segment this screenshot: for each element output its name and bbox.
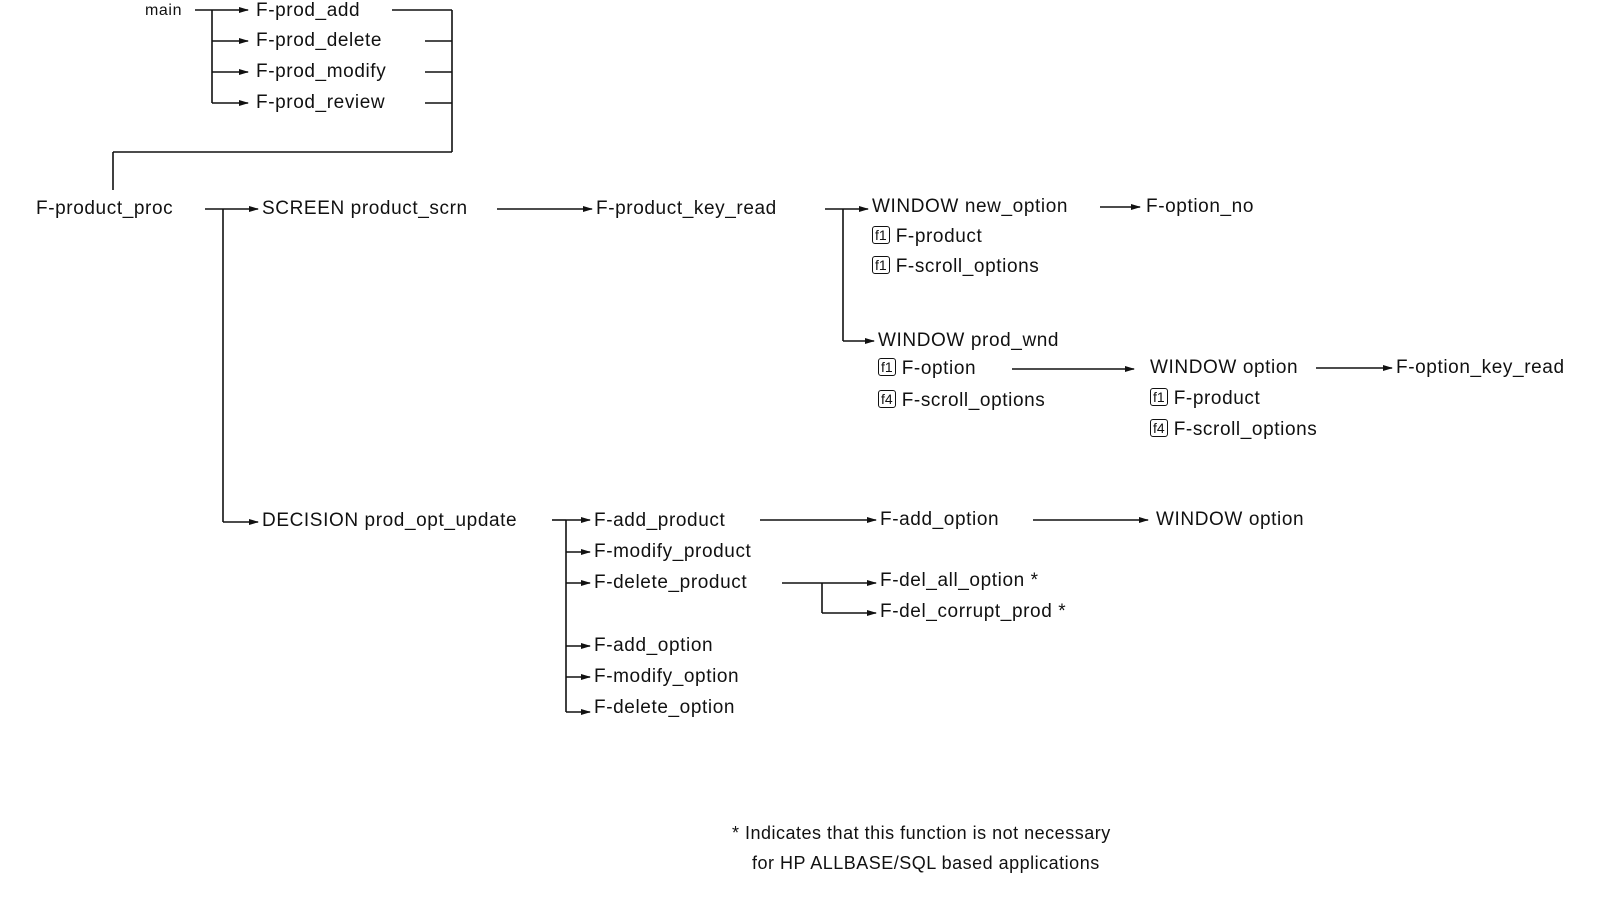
- node-label: F-option: [901, 358, 977, 379]
- prod-wnd-f4-scroll: f4 F-scroll_options: [878, 390, 1045, 412]
- node-add-product: F-add_product: [594, 510, 726, 531]
- node-prod-review: F-prod_review: [256, 92, 386, 113]
- node-window-new-option: WINDOW new_option: [872, 196, 1069, 217]
- node-screen-product-scrn: SCREEN product_scrn: [262, 198, 468, 219]
- f1-key-icon: f1: [1150, 388, 1168, 406]
- new-option-f1-product: f1 F-product: [872, 226, 982, 248]
- node-label: F-scroll_options: [901, 390, 1046, 411]
- window-option-f4-scroll: f4 F-scroll_options: [1150, 419, 1317, 441]
- node-del-all-option: F-del_all_option *: [880, 570, 1039, 591]
- node-window-option: WINDOW option: [1150, 357, 1299, 378]
- node-delete-product: F-delete_product: [594, 572, 748, 593]
- node-prod-modify: F-prod_modify: [256, 61, 387, 82]
- window-option-f1-product: f1 F-product: [1150, 388, 1260, 410]
- f1-key-icon: f1: [878, 358, 896, 376]
- node-option-key-read: F-option_key_read: [1396, 357, 1565, 378]
- f4-key-icon: f4: [1150, 419, 1168, 437]
- node-add-option-chain: F-add_option: [880, 509, 1000, 530]
- node-label: F-product: [1173, 388, 1261, 409]
- node-product-proc: F-product_proc: [36, 198, 174, 219]
- footnote-line-1: * Indicates that this function is not ne…: [732, 823, 1111, 843]
- node-delete-option: F-delete_option: [594, 697, 736, 718]
- node-product-key-read: F-product_key_read: [596, 198, 777, 219]
- f1-key-icon: f1: [872, 256, 890, 274]
- f4-key-icon: f4: [878, 390, 896, 408]
- footnote-line-2: for HP ALLBASE/SQL based applications: [752, 853, 1100, 873]
- node-modify-product: F-modify_product: [594, 541, 752, 562]
- node-window-prod-wnd: WINDOW prod_wnd: [878, 330, 1060, 351]
- node-window-option-2: WINDOW option: [1156, 509, 1305, 530]
- node-option-no: F-option_no: [1146, 196, 1255, 217]
- new-option-f1-scroll: f1 F-scroll_options: [872, 256, 1039, 278]
- node-decision-prod-opt-update: DECISION prod_opt_update: [262, 510, 518, 531]
- f1-key-icon: f1: [872, 226, 890, 244]
- node-modify-option: F-modify_option: [594, 666, 740, 687]
- node-prod-add: F-prod_add: [256, 0, 361, 21]
- node-main: main: [145, 2, 183, 19]
- node-label: F-scroll_options: [895, 256, 1040, 277]
- node-add-option: F-add_option: [594, 635, 714, 656]
- node-prod-delete: F-prod_delete: [256, 30, 383, 51]
- node-del-corrupt-prod: F-del_corrupt_prod *: [880, 601, 1067, 622]
- node-label: F-product: [895, 226, 983, 247]
- node-label: F-scroll_options: [1173, 419, 1318, 440]
- prod-wnd-f1-option: f1 F-option: [878, 358, 976, 380]
